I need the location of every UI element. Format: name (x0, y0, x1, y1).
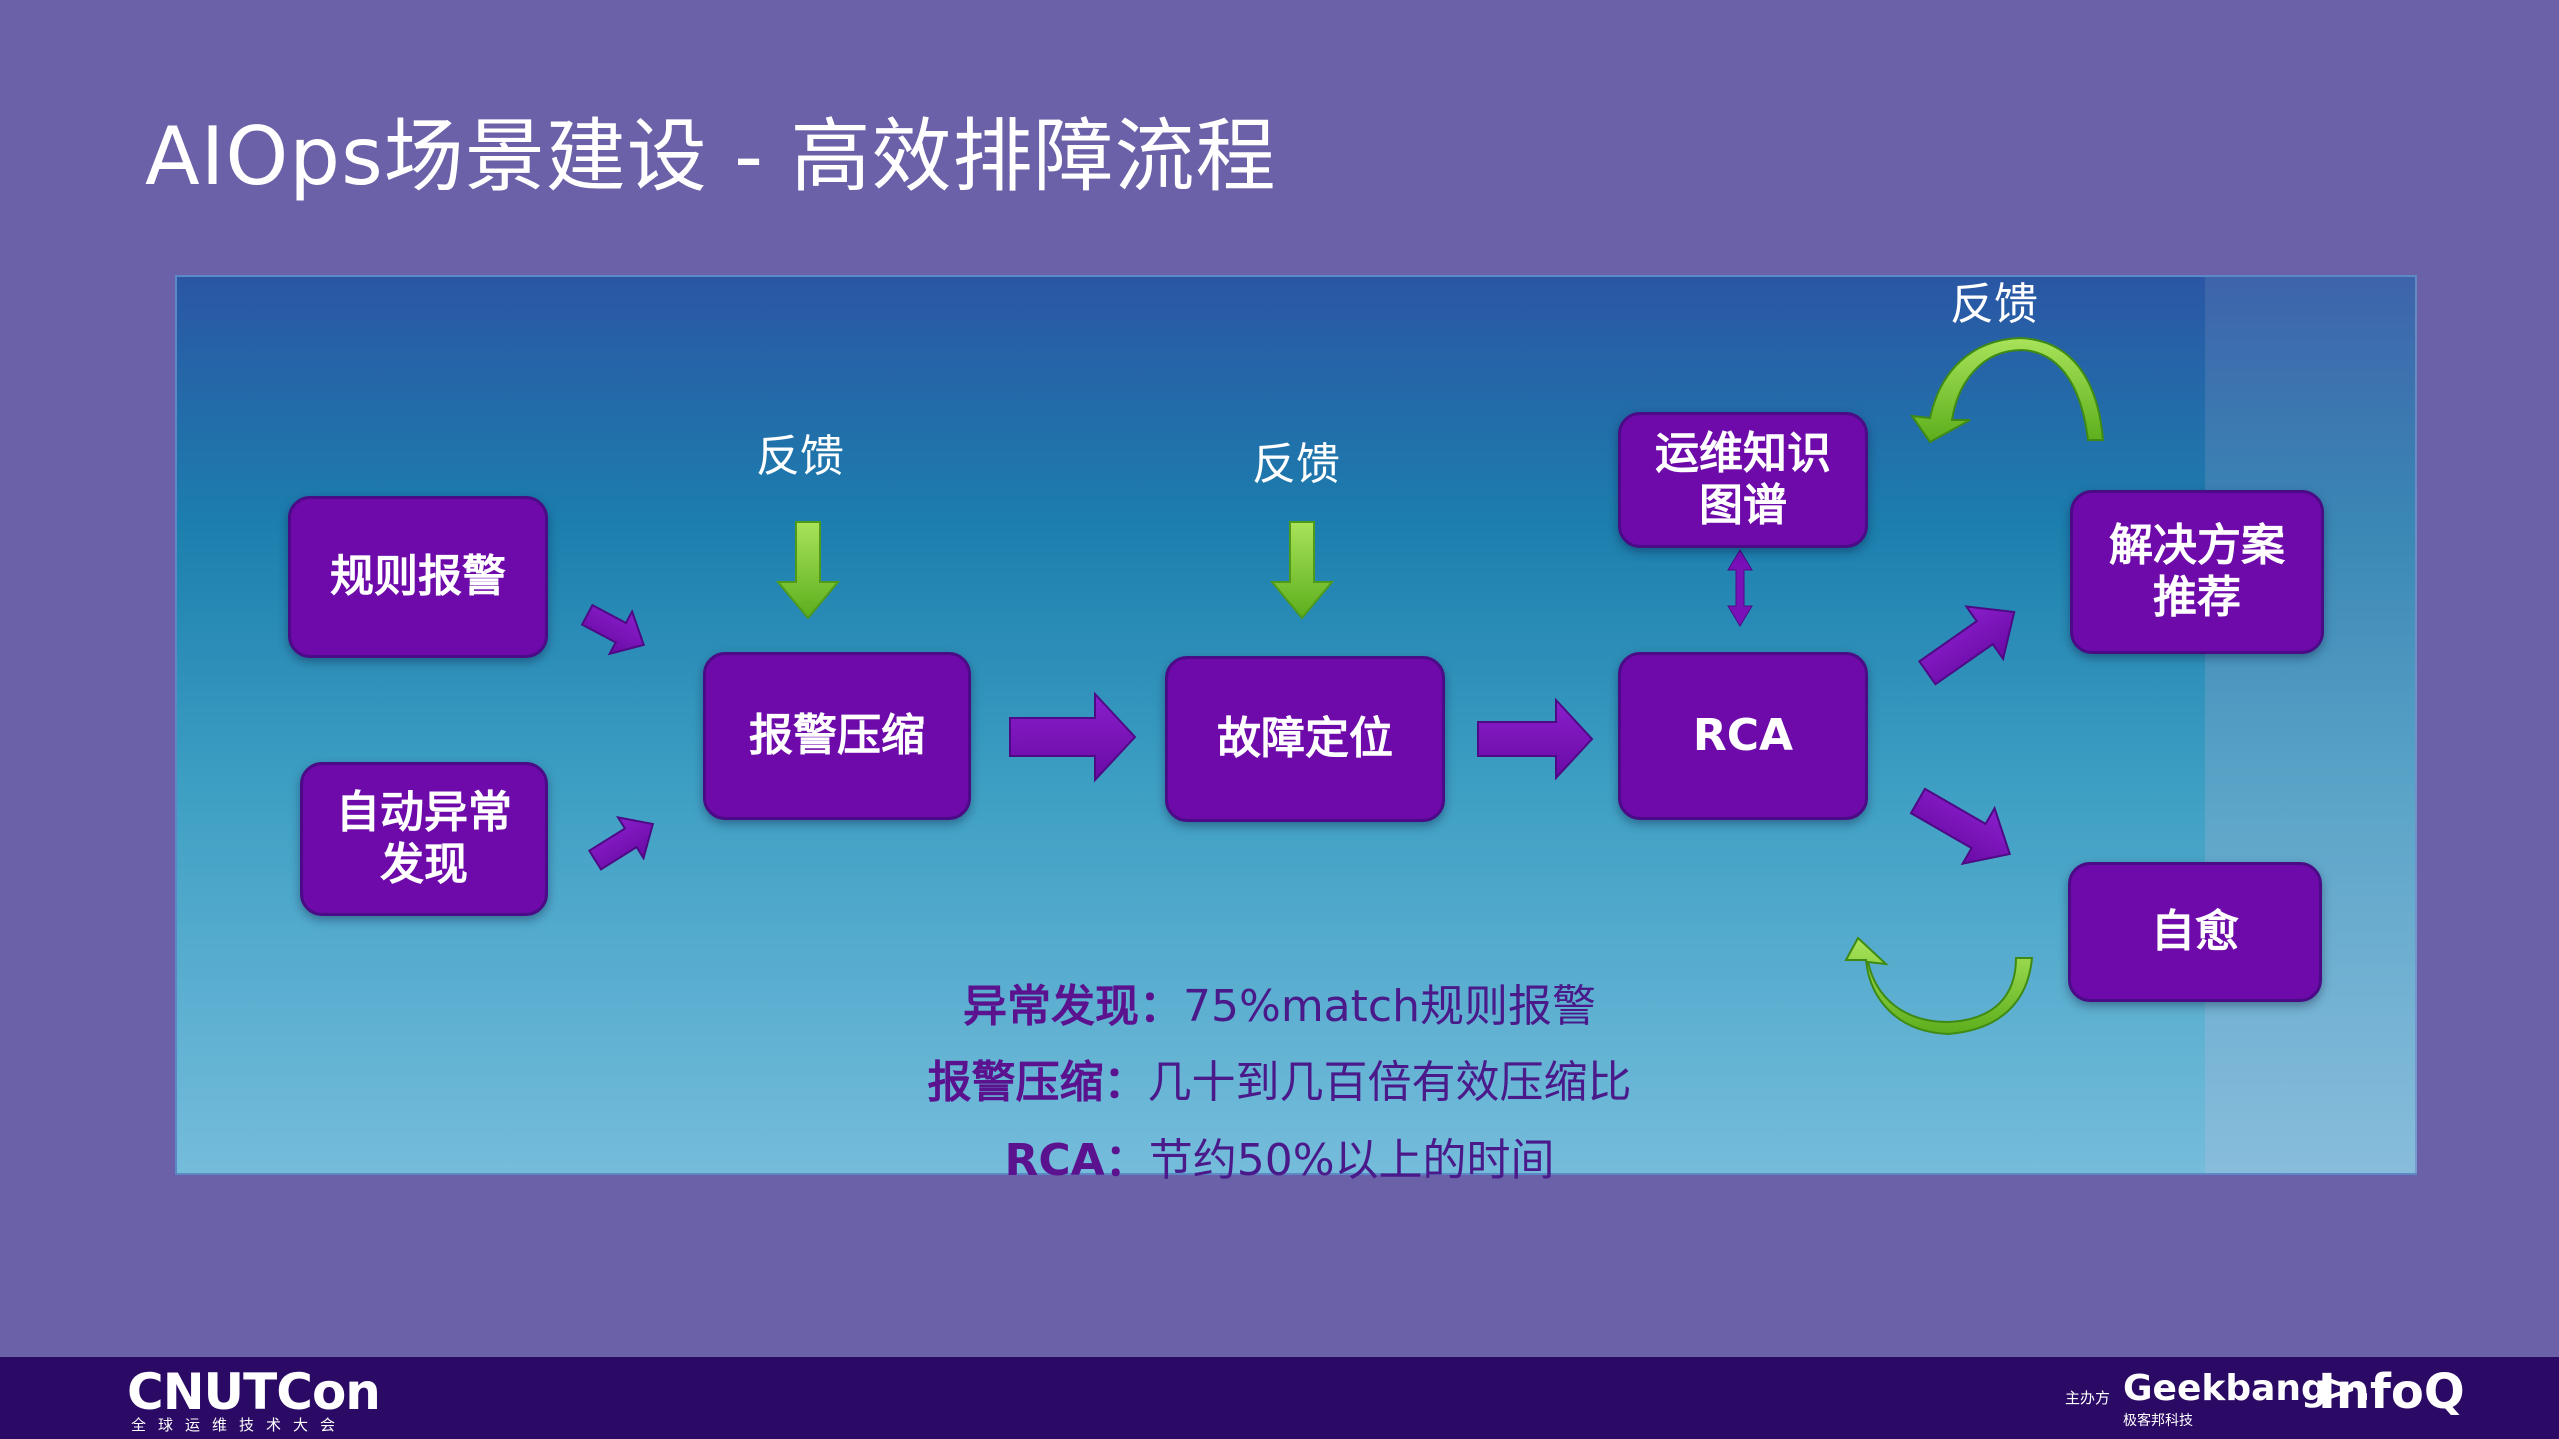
node-rca: RCA (1618, 652, 1868, 820)
result-line-rca: RCA：节约50%以上的时间 (0, 1124, 2559, 1188)
arrow-detect-to-compress (587, 816, 655, 871)
node-solution-recommendation: 解决方案 推荐 (2070, 490, 2324, 654)
result-label: 异常发现： (963, 981, 1184, 1032)
feedback-arrow-compress (775, 521, 841, 620)
conference-subtitle: 全球运维技术大会 (131, 1416, 348, 1434)
panel-shade (2205, 277, 2417, 1173)
curved-feedback-arrow-top (1909, 336, 2105, 444)
node-fault-localization: 故障定位 (1165, 656, 1445, 822)
arrow-rca-to-solution (1917, 605, 2016, 686)
result-label: RCA： (1004, 1135, 1149, 1186)
node-rule-alert: 规则报警 (288, 496, 548, 658)
arrow-compress-to-locate (1009, 691, 1137, 783)
conference-logo: CNUTCon (127, 1363, 381, 1421)
result-line-anomaly: 异常发现：75%match规则报警 (0, 970, 2559, 1034)
node-alert-compression: 报警压缩 (703, 652, 971, 820)
feedback-label-solution: 反馈 (1950, 279, 2038, 330)
node-auto-anomaly-detection: 自动异常 发现 (300, 762, 548, 916)
result-line-compression: 报警压缩：几十到几百倍有效压缩比 (0, 1046, 2559, 1110)
footer-bar (0, 1357, 2559, 1439)
feedback-label-compress: 反馈 (756, 431, 844, 482)
host-label: 主办方 (2065, 1389, 2111, 1407)
result-value: 几十到几百倍有效压缩比 (1147, 1057, 1632, 1108)
feedback-label-locate: 反馈 (1252, 439, 1340, 490)
arrow-rca-to-selfheal (1909, 787, 2012, 866)
node-self-healing: 自愈 (2068, 862, 2322, 1002)
page-title: AIOps场景建设 - 高效排障流程 (145, 110, 1277, 203)
arrow-locate-to-rca (1477, 697, 1594, 781)
result-value: 75%match规则报警 (1183, 981, 1596, 1032)
node-ops-knowledge-graph: 运维知识 图谱 (1618, 412, 1868, 548)
result-value: 节约50%以上的时间 (1148, 1135, 1555, 1186)
geekbang-subtitle: 极客邦科技 (2123, 1413, 2193, 1429)
result-label: 报警压缩： (927, 1057, 1148, 1108)
curved-feedback-arrow-bottom (1844, 936, 2034, 1036)
infoq-logo: InfoQ (2318, 1364, 2465, 1420)
arrow-rule-to-compress (580, 603, 646, 656)
arrow-rca-kg-bidirectional (1727, 549, 1753, 627)
geekbang-logo: Geekbang>. (2123, 1368, 2371, 1409)
feedback-arrow-locate (1269, 521, 1335, 620)
